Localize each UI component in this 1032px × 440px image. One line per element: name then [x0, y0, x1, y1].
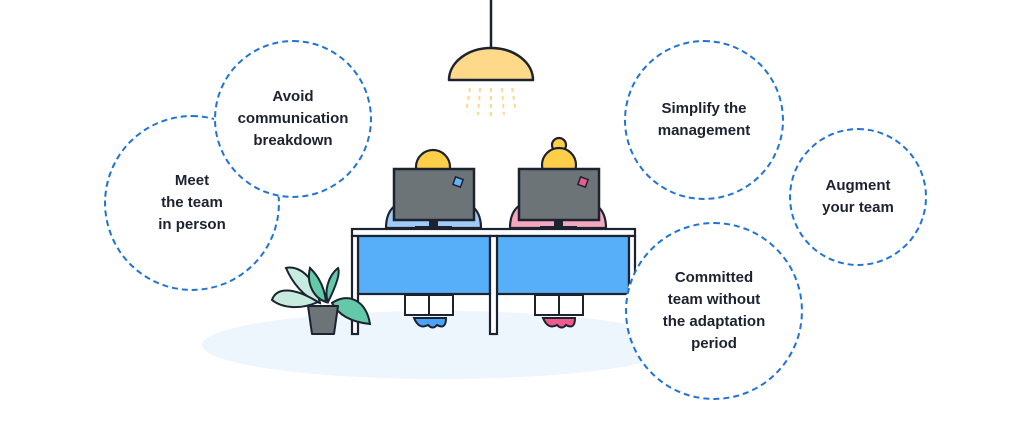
bubble-augment-team-label: Augment your team [822, 177, 894, 216]
bubble-avoid-breakdown: Avoid communication breakdown [214, 40, 372, 198]
monitor-icon [392, 167, 476, 230]
ceiling-lamp-icon [447, 0, 535, 120]
monitor-icon [517, 167, 601, 230]
bubble-avoid-breakdown-label: Avoid communication breakdown [237, 88, 349, 149]
bubble-committed-team-label: Committed team without the adaptation pe… [662, 269, 766, 352]
desk-icon [350, 227, 637, 336]
potted-plant-icon [270, 266, 372, 335]
bubble-simplify-management-label: Simplify the management [657, 100, 751, 139]
bubble-meet-team-label: Meet the team in person [158, 172, 226, 233]
bubble-committed-team: Committed team without the adaptation pe… [625, 222, 803, 400]
bubble-simplify-management: Simplify the management [624, 40, 784, 200]
bubble-meet-team: Meet the team in person [104, 115, 280, 291]
bubble-augment-team: Augment your team [789, 128, 927, 266]
